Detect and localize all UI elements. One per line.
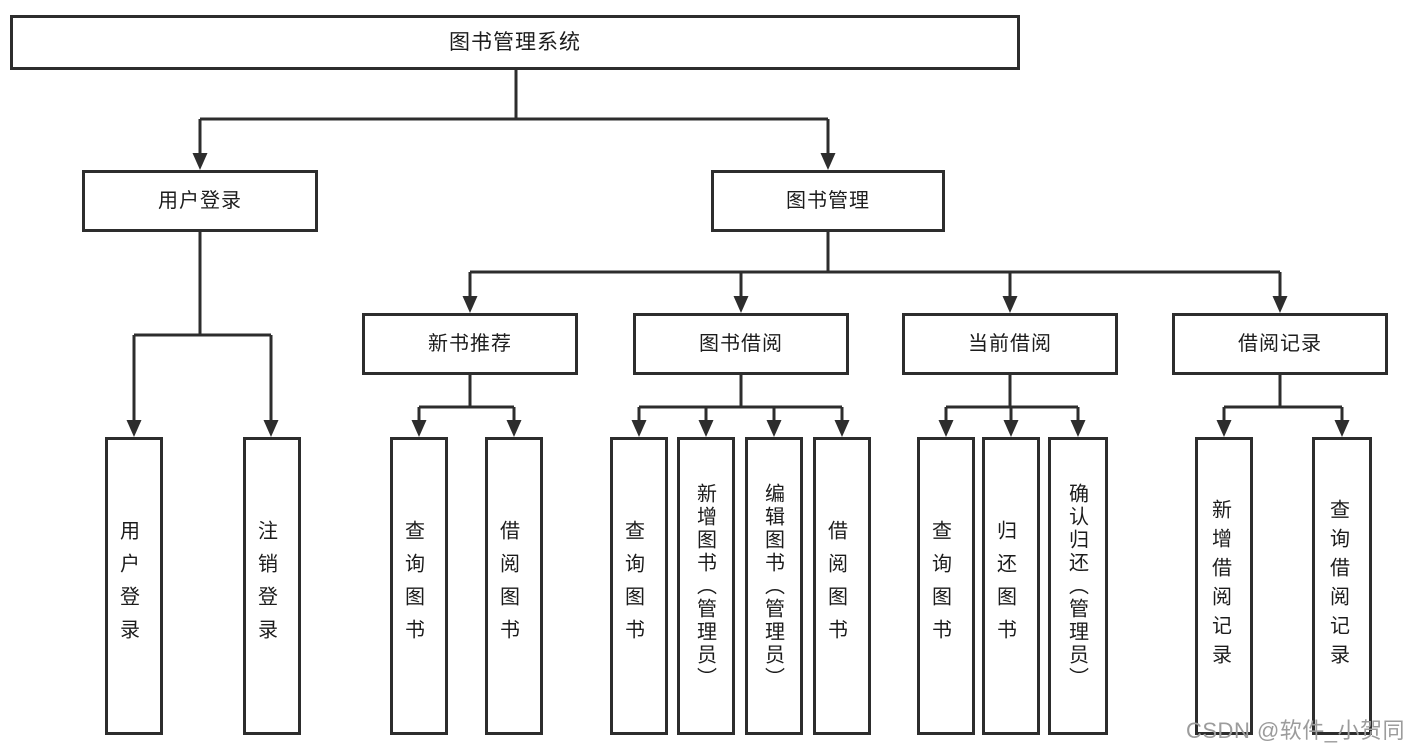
leaf-add-books-admin: 新增图书（管理员） [677, 437, 735, 735]
node-label: 新增借阅记录 [1208, 499, 1231, 673]
node-label: 图书管理系统 [449, 30, 581, 54]
node-book-borrowing: 图书借阅 [633, 313, 849, 375]
node-label: 新增图书（管理员） [693, 482, 716, 690]
node-user-login: 用户登录 [82, 170, 318, 232]
node-new-book-recommendation: 新书推荐 [362, 313, 578, 375]
node-label: 图书管理 [786, 190, 870, 212]
node-label: 新书推荐 [428, 333, 512, 355]
node-label: 查询图书 [621, 520, 644, 652]
node-book-management: 图书管理 [711, 170, 945, 232]
node-label: 编辑图书（管理员） [761, 482, 784, 690]
leaf-user-login: 用户登录 [105, 437, 163, 735]
leaf-confirm-return-admin: 确认归还（管理员） [1048, 437, 1108, 735]
node-library-system: 图书管理系统 [10, 15, 1020, 70]
node-label: 查询图书 [928, 520, 951, 652]
node-label: 注销登录 [254, 520, 277, 652]
node-borrowing-records: 借阅记录 [1172, 313, 1388, 375]
leaf-borrow-books: 借阅图书 [813, 437, 871, 735]
leaf-query-books-recommend: 查询图书 [390, 437, 448, 735]
leaf-query-books-current: 查询图书 [917, 437, 975, 735]
csdn-watermark: CSDN @软件_小贺同学 [1186, 718, 1405, 743]
leaf-query-books-borrow: 查询图书 [610, 437, 668, 735]
leaf-logout: 注销登录 [243, 437, 301, 735]
node-label: 查询借阅记录 [1326, 499, 1349, 673]
node-label: 借阅记录 [1238, 333, 1322, 355]
node-label: 查询图书 [401, 520, 424, 652]
leaf-add-borrow-record: 新增借阅记录 [1195, 437, 1253, 735]
node-current-borrowing: 当前借阅 [902, 313, 1118, 375]
leaf-edit-books-admin: 编辑图书（管理员） [745, 437, 803, 735]
leaf-borrow-books-recommend: 借阅图书 [485, 437, 543, 735]
node-label: 归还图书 [993, 520, 1016, 652]
leaf-query-borrow-record: 查询借阅记录 [1312, 437, 1372, 735]
node-label: 用户登录 [116, 520, 139, 652]
node-label: 借阅图书 [496, 520, 519, 652]
node-label: 用户登录 [158, 190, 242, 212]
node-label: 确认归还（管理员） [1065, 482, 1088, 690]
leaf-return-books: 归还图书 [982, 437, 1040, 735]
node-label: 借阅图书 [824, 520, 847, 652]
node-label: 图书借阅 [699, 333, 783, 355]
node-label: 当前借阅 [968, 333, 1052, 355]
